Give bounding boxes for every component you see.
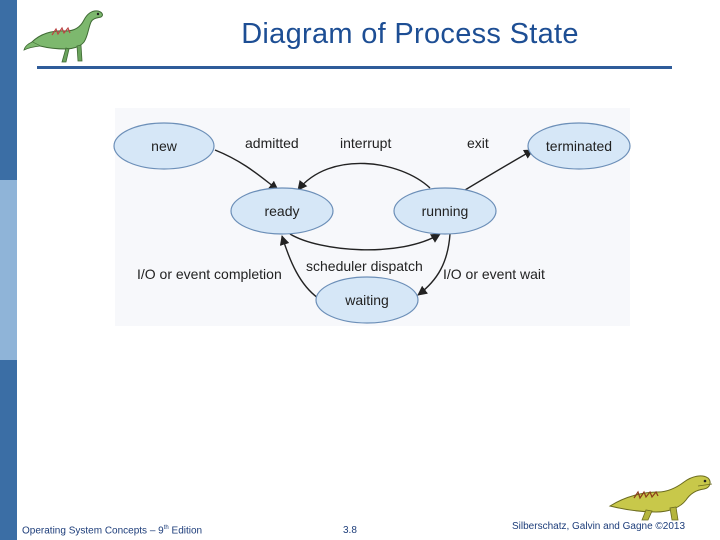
state-running: running bbox=[393, 187, 497, 235]
footer-edition-sup: th bbox=[163, 525, 169, 531]
footer-slide-number: 3.8 bbox=[343, 525, 357, 536]
label-exit: exit bbox=[467, 135, 489, 151]
edge-io-wait bbox=[417, 233, 451, 296]
state-ready-label: ready bbox=[264, 203, 299, 219]
state-waiting-label: waiting bbox=[344, 292, 389, 308]
dinosaur-logo-icon bbox=[23, 10, 103, 63]
state-terminated-label: terminated bbox=[546, 138, 612, 154]
label-io-completion: I/O or event completion bbox=[137, 266, 282, 282]
dinosaur-mascot-icon bbox=[608, 475, 713, 521]
state-waiting: waiting bbox=[315, 276, 419, 324]
sidebar-block-bottom bbox=[0, 360, 17, 540]
label-scheduler-dispatch: scheduler dispatch bbox=[306, 258, 423, 274]
edge-dispatch bbox=[289, 233, 441, 251]
state-new: new bbox=[113, 122, 215, 170]
edge-io-completion bbox=[279, 235, 319, 299]
footer-book-title: Operating System Concepts – 9th Edition bbox=[22, 525, 202, 536]
state-terminated: terminated bbox=[527, 122, 631, 170]
edge-exit bbox=[464, 149, 534, 191]
page-title: Diagram of Process State bbox=[241, 18, 579, 50]
footer-book-title-text: Operating System Concepts – 9 bbox=[22, 525, 164, 537]
title-divider bbox=[37, 66, 672, 69]
footer-edition-text: Edition bbox=[168, 525, 203, 537]
label-interrupt: interrupt bbox=[340, 135, 391, 151]
sidebar-block-middle bbox=[0, 180, 17, 360]
label-io-wait: I/O or event wait bbox=[443, 266, 545, 282]
edge-interrupt bbox=[297, 162, 431, 191]
label-admitted: admitted bbox=[245, 135, 299, 151]
edge-admitted bbox=[214, 149, 279, 191]
sidebar-stripe bbox=[0, 0, 17, 540]
state-running-label: running bbox=[422, 203, 469, 219]
state-new-label: new bbox=[151, 138, 178, 154]
sidebar-block-top bbox=[0, 0, 17, 180]
state-ready: ready bbox=[230, 187, 334, 235]
footer-copyright: Silberschatz, Galvin and Gagne ©2013 bbox=[512, 521, 686, 532]
